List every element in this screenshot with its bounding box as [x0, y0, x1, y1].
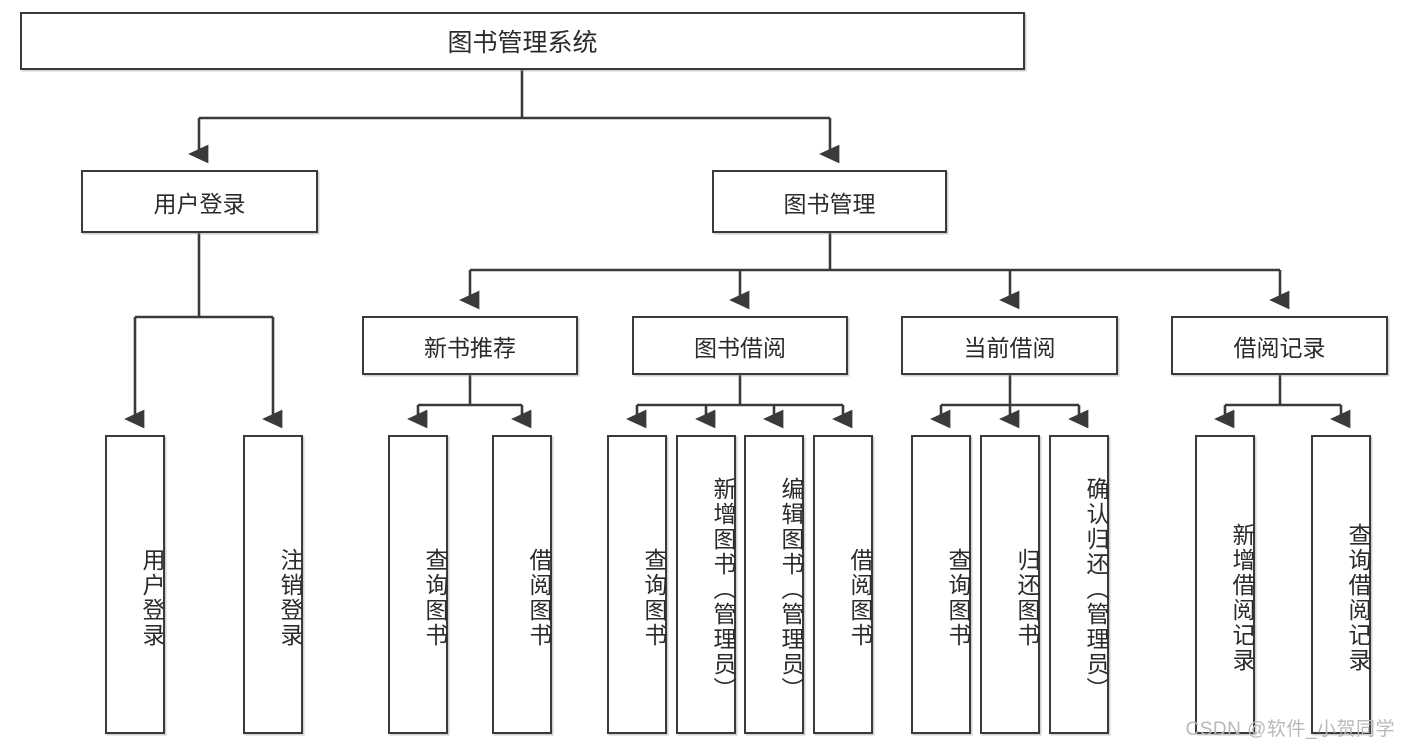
leaf-current-confirm-return-admin[interactable]: 确认归还（管理员） [1049, 435, 1109, 734]
node-label: 确认归还（管理员） [1083, 477, 1109, 702]
node-label: 借阅图书 [847, 547, 873, 648]
node-label: 新增图书（管理员） [710, 477, 736, 702]
node-label: 新书推荐 [424, 334, 516, 361]
node-user-login[interactable]: 用户登录 [81, 170, 318, 233]
node-borrow-record[interactable]: 借阅记录 [1171, 316, 1388, 375]
csdn-watermark: CSDN @软件_小贺同学 [1185, 719, 1395, 740]
node-label: 查询图书 [945, 547, 971, 648]
leaf-borrow-borrow-book[interactable]: 借阅图书 [813, 435, 873, 734]
node-label: 新增借阅记录 [1229, 522, 1255, 673]
leaf-user-login-login[interactable]: 用户登录 [105, 435, 165, 734]
node-label: 查询图书 [422, 547, 448, 648]
node-label: 编辑图书（管理员） [778, 477, 804, 702]
node-current-borrow[interactable]: 当前借阅 [901, 316, 1118, 375]
leaf-recommend-borrow-book[interactable]: 借阅图书 [492, 435, 552, 734]
node-root-system[interactable]: 图书管理系统 [20, 12, 1025, 70]
node-label: 借阅图书 [526, 547, 552, 648]
node-label: 查询借阅记录 [1345, 522, 1371, 673]
leaf-borrow-edit-book-admin[interactable]: 编辑图书（管理员） [744, 435, 804, 734]
leaf-user-login-logout[interactable]: 注销登录 [243, 435, 303, 734]
node-book-management[interactable]: 图书管理 [712, 170, 947, 233]
node-label: 注销登录 [277, 547, 303, 648]
node-new-book-recommend[interactable]: 新书推荐 [362, 316, 578, 375]
leaf-record-query-record[interactable]: 查询借阅记录 [1311, 435, 1371, 734]
leaf-current-return-book[interactable]: 归还图书 [980, 435, 1040, 734]
node-label: 图书管理 [783, 190, 876, 217]
node-label: 用户登录 [153, 190, 246, 217]
node-label: 图书管理系统 [447, 29, 598, 57]
node-label: 归还图书 [1014, 547, 1040, 648]
node-label: 借阅记录 [1233, 334, 1326, 361]
leaf-record-add-record[interactable]: 新增借阅记录 [1195, 435, 1255, 734]
leaf-recommend-query-book[interactable]: 查询图书 [388, 435, 448, 734]
leaf-borrow-add-book-admin[interactable]: 新增图书（管理员） [676, 435, 736, 734]
node-label: 用户登录 [139, 547, 165, 648]
node-label: 查询图书 [641, 547, 667, 648]
node-book-borrow[interactable]: 图书借阅 [632, 316, 848, 375]
leaf-borrow-query-book[interactable]: 查询图书 [607, 435, 667, 734]
leaf-current-query-book[interactable]: 查询图书 [911, 435, 971, 734]
node-label: 图书借阅 [694, 334, 786, 361]
node-label: 当前借阅 [963, 334, 1056, 361]
